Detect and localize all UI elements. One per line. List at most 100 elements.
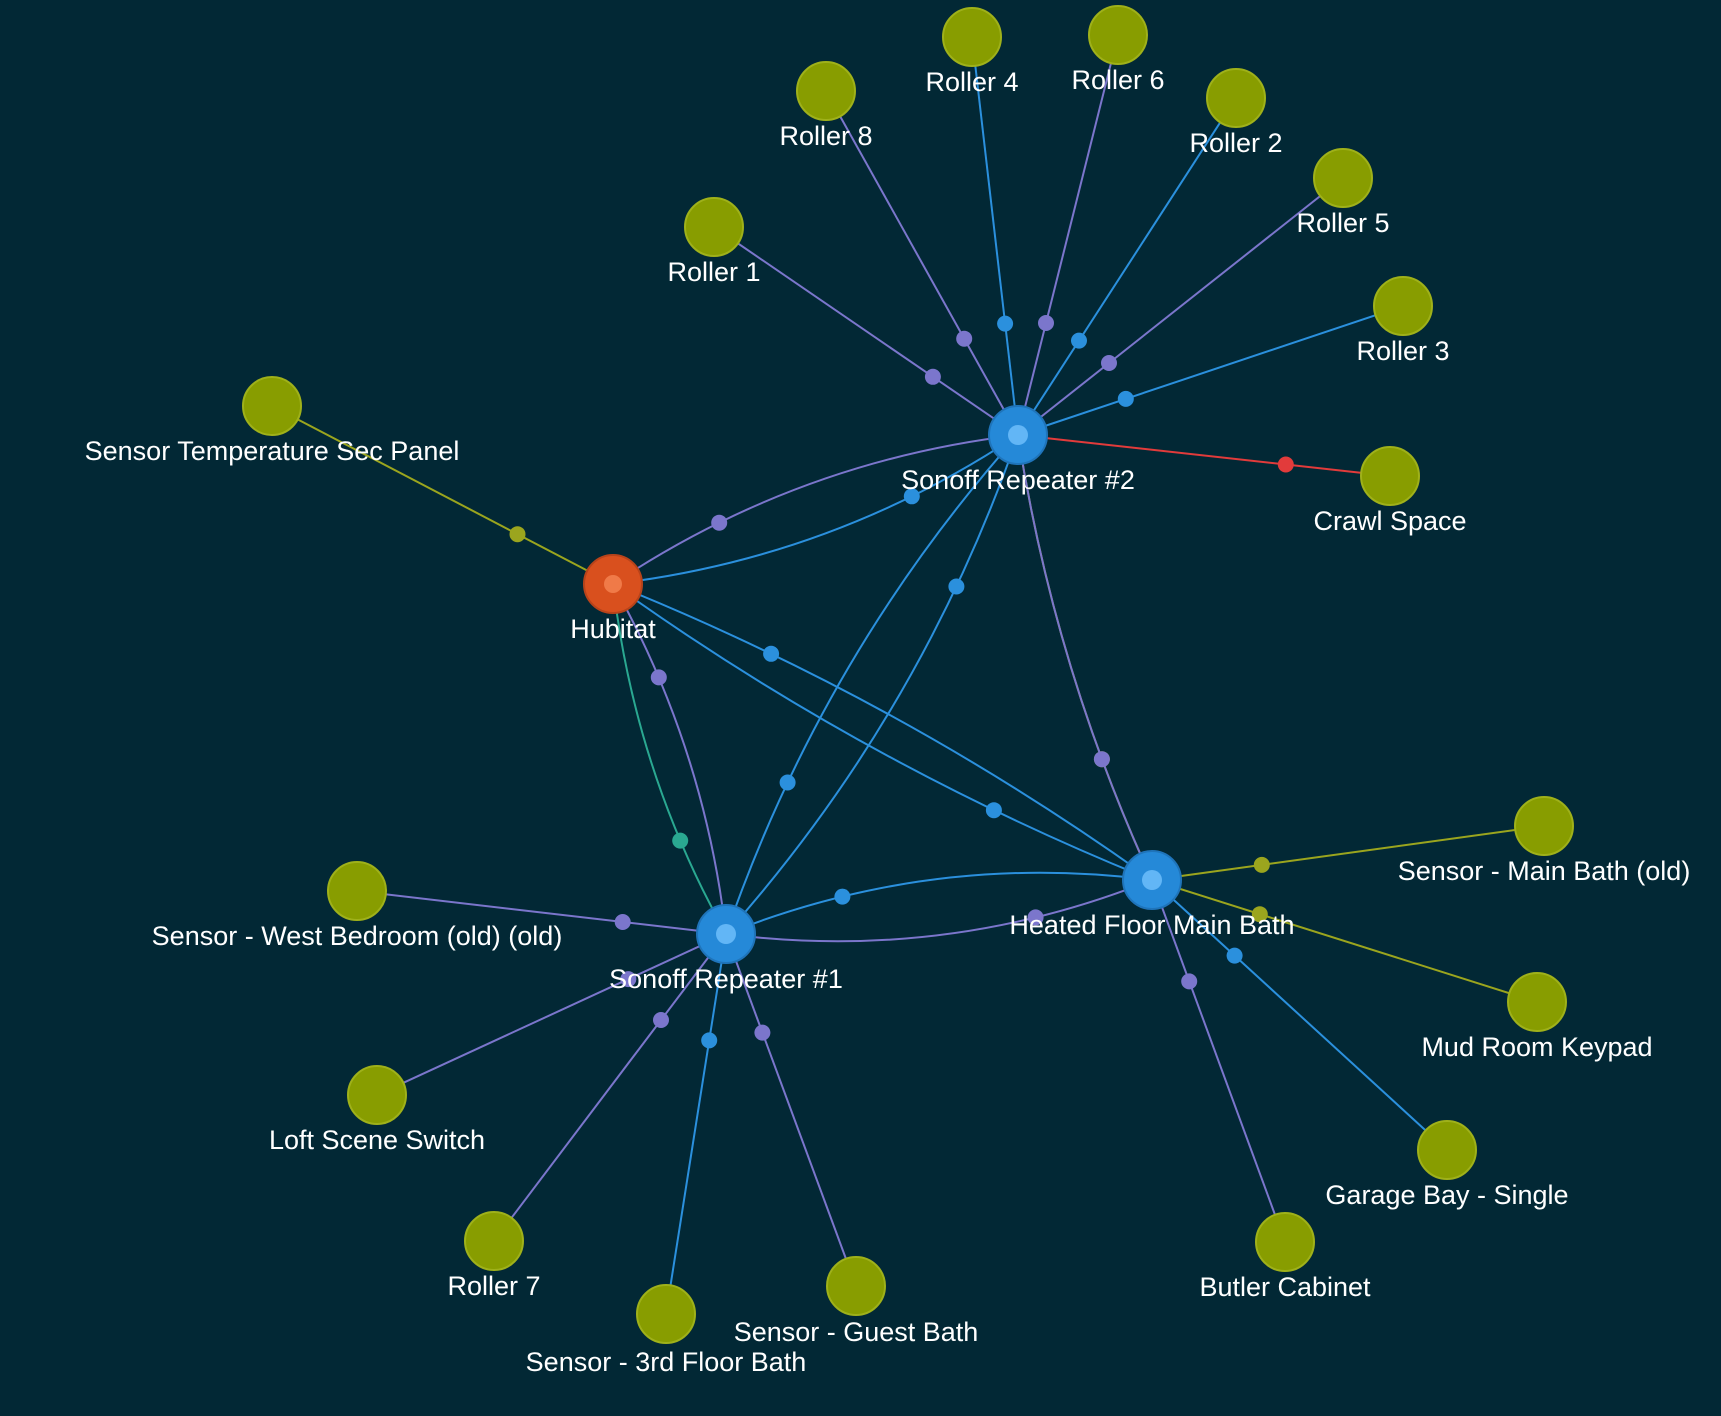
node-sensormain[interactable] <box>1514 796 1574 856</box>
edge-sensortemp-to-hubitat[interactable] <box>271 405 614 585</box>
node-roller1[interactable] <box>684 197 744 257</box>
node-crawl[interactable] <box>1360 446 1420 506</box>
device-node-circle <box>327 861 387 921</box>
edge-sensormain-to-hfmb[interactable] <box>1151 825 1545 881</box>
edge-marker-rep2-to-crawl <box>1277 456 1294 473</box>
edge-roller6-to-rep2[interactable] <box>1017 34 1119 436</box>
edge-loft-to-rep1[interactable] <box>376 933 727 1096</box>
node-label-hubitat: Hubitat <box>570 614 656 644</box>
edge-rep1-to-rep2[interactable] <box>725 434 1019 935</box>
edge-rep2-to-hubitat[interactable] <box>612 434 1019 585</box>
node-roller4[interactable] <box>942 7 1002 67</box>
edge-marker-hubitat-to-hfmb <box>985 802 1002 819</box>
node-rep2[interactable] <box>988 405 1048 465</box>
device-node-circle <box>1417 1120 1477 1180</box>
edge-rep2-to-hfmb[interactable] <box>1017 434 1153 881</box>
node-butler[interactable] <box>1255 1212 1315 1272</box>
node-label-floor3: Sensor - 3rd Floor Bath <box>526 1347 807 1377</box>
edge-marker-loft-to-rep1 <box>620 971 637 988</box>
node-label-loft: Loft Scene Switch <box>269 1125 485 1155</box>
edge-marker-sensortemp-to-hubitat <box>509 526 526 543</box>
node-label-butler: Butler Cabinet <box>1199 1272 1371 1302</box>
edge-marker-roller2-to-rep2 <box>1071 332 1087 349</box>
edge-roller5-to-rep2[interactable] <box>1017 177 1344 436</box>
edge-hubitat-to-rep2[interactable] <box>612 434 1019 585</box>
edge-marker-hubitat-to-rep2 <box>903 488 920 505</box>
device-node-circle <box>1088 5 1148 65</box>
node-label-roller7: Roller 7 <box>447 1271 540 1301</box>
device-node-circle <box>636 1284 696 1344</box>
node-hubitat[interactable] <box>583 554 643 614</box>
edge-roller4-to-rep2[interactable] <box>971 36 1019 436</box>
node-floor3[interactable] <box>636 1284 696 1344</box>
edge-floor3-to-rep1[interactable] <box>665 933 727 1315</box>
edge-sensorwest-to-rep1[interactable] <box>356 890 727 935</box>
repeater-node-center <box>1008 425 1028 445</box>
node-label-roller1: Roller 1 <box>667 257 760 287</box>
edge-marker-hfmb-to-rep1 <box>834 888 851 905</box>
edge-roller2-to-rep2[interactable] <box>1017 97 1237 436</box>
edge-guestbath-to-rep1[interactable] <box>725 933 857 1287</box>
edge-marker-roller3-to-rep2 <box>1117 390 1134 407</box>
device-node-circle <box>464 1211 524 1271</box>
edge-hubitat-to-rep1[interactable] <box>612 583 727 935</box>
edge-mudroom-to-hfmb[interactable] <box>1151 879 1538 1003</box>
edge-marker-hfmb-to-hubitat <box>763 645 780 662</box>
device-node-circle <box>242 376 302 436</box>
node-roller3[interactable] <box>1373 276 1433 336</box>
node-mudroom[interactable] <box>1507 972 1567 1032</box>
edge-rep1-to-hubitat[interactable] <box>612 583 727 935</box>
edge-marker-rep2-to-rep1 <box>779 774 796 791</box>
edge-marker-sensorwest-to-rep1 <box>614 914 631 930</box>
edge-garage-to-hfmb[interactable] <box>1151 879 1448 1151</box>
edge-marker-roller7-to-rep1 <box>653 1012 669 1028</box>
node-garage[interactable] <box>1417 1120 1477 1180</box>
node-label-roller4: Roller 4 <box>925 67 1018 97</box>
node-roller2[interactable] <box>1206 68 1266 128</box>
node-loft[interactable] <box>347 1065 407 1125</box>
edge-rep2-to-hfmb[interactable] <box>1017 434 1153 881</box>
edge-marker-mudroom-to-hfmb <box>1251 906 1268 923</box>
device-node-circle <box>942 7 1002 67</box>
edge-rep1-to-hfmb[interactable] <box>725 879 1153 943</box>
edge-rep2-to-rep1[interactable] <box>725 434 1019 935</box>
edge-marker-butler-to-hfmb <box>1181 973 1198 990</box>
edge-roller3-to-rep2[interactable] <box>1017 305 1404 436</box>
edge-roller8-to-rep2[interactable] <box>825 90 1019 436</box>
node-roller8[interactable] <box>796 61 856 121</box>
device-node-circle <box>1360 446 1420 506</box>
node-guestbath[interactable] <box>826 1256 886 1316</box>
node-label-roller2: Roller 2 <box>1189 128 1282 158</box>
edge-roller7-to-rep1[interactable] <box>493 933 727 1242</box>
node-rep1[interactable] <box>696 904 756 964</box>
device-node-circle <box>796 61 856 121</box>
device-node-circle <box>1255 1212 1315 1272</box>
node-label-garage: Garage Bay - Single <box>1325 1180 1568 1210</box>
edge-hfmb-to-rep1[interactable] <box>725 871 1153 935</box>
edge-hfmb-to-hubitat[interactable] <box>612 583 1153 881</box>
edge-hubitat-to-hfmb[interactable] <box>612 583 1153 881</box>
hub-node-center <box>604 575 622 593</box>
node-label-rep2: Sonoff Repeater #2 <box>901 465 1135 495</box>
edge-rep2-to-crawl[interactable] <box>1017 434 1391 477</box>
edge-marker-rep1-to-hfmb <box>1027 909 1044 926</box>
edge-butler-to-hfmb[interactable] <box>1151 879 1286 1243</box>
node-hfmb[interactable] <box>1122 850 1182 910</box>
node-label-sensormain: Sensor - Main Bath (old) <box>1398 856 1691 886</box>
edge-marker-roller8-to-rep2 <box>956 330 973 347</box>
nodes-layer <box>242 5 1574 1344</box>
node-roller5[interactable] <box>1313 148 1373 208</box>
node-roller6[interactable] <box>1088 5 1148 65</box>
node-label-roller3: Roller 3 <box>1356 336 1449 366</box>
edge-marker-floor3-to-rep1 <box>701 1032 718 1049</box>
node-roller7[interactable] <box>464 1211 524 1271</box>
node-sensorwest[interactable] <box>327 861 387 921</box>
edge-marker-guestbath-to-rep1 <box>754 1024 771 1041</box>
node-label-roller6: Roller 6 <box>1071 65 1164 95</box>
node-sensortemp[interactable] <box>242 376 302 436</box>
edge-roller1-to-rep2[interactable] <box>713 226 1019 436</box>
edge-marker-sensormain-to-hfmb <box>1253 856 1270 873</box>
